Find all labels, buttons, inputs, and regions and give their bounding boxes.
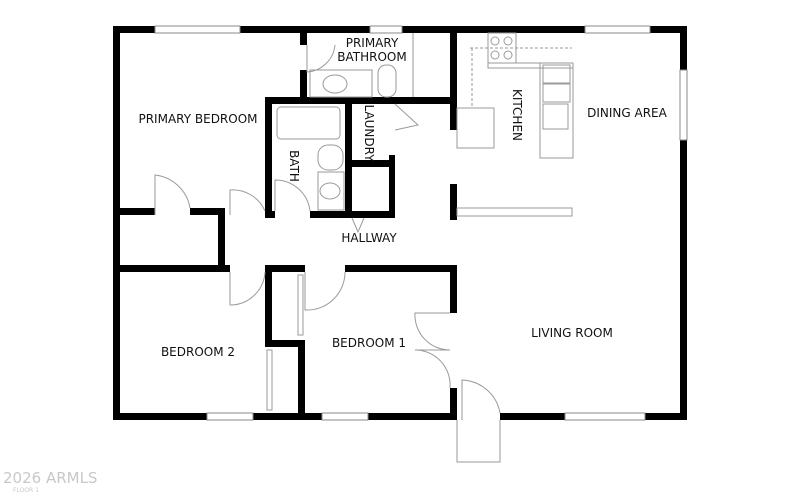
wall — [300, 70, 307, 104]
window — [584, 25, 651, 34]
room-labels: PRIMARY BEDROOM PRIMARY BATHROOM LAUNDRY… — [138, 36, 667, 359]
burner — [490, 50, 500, 60]
label-hallway: HALLWAY — [341, 231, 397, 245]
closet-door[interactable] — [297, 274, 304, 336]
sink-bowl — [319, 182, 341, 200]
label-primary-bathroom-1: PRIMARY — [346, 36, 399, 50]
window — [564, 412, 646, 421]
label-bedroom-1: BEDROOM 1 — [332, 336, 406, 350]
burner — [503, 36, 513, 46]
island — [539, 62, 574, 159]
doors — [154, 44, 501, 463]
counter — [456, 207, 573, 217]
wall — [310, 211, 395, 218]
wall — [265, 265, 305, 272]
label-living-room: LIVING ROOM — [531, 326, 613, 340]
wall — [450, 265, 457, 313]
watermark-floor: FLOOR 1 — [13, 487, 39, 494]
wall — [265, 211, 275, 218]
burner — [490, 36, 500, 46]
wall — [190, 208, 225, 215]
door-swing[interactable] — [274, 179, 311, 212]
door-swing[interactable] — [306, 44, 336, 73]
sink — [317, 171, 345, 211]
wall — [345, 265, 457, 272]
wall — [265, 97, 457, 104]
wall — [450, 33, 457, 130]
entry-door[interactable] — [456, 379, 501, 463]
label-bedroom-2: BEDROOM 2 — [161, 345, 235, 359]
windows — [154, 25, 688, 421]
dishwasher — [542, 103, 569, 130]
door-swing[interactable] — [304, 271, 346, 311]
wall — [265, 97, 272, 218]
toilet — [317, 144, 344, 171]
bathtub — [276, 106, 341, 140]
toilet — [377, 64, 397, 98]
vanity — [309, 69, 373, 98]
wall — [450, 388, 457, 420]
window — [206, 412, 254, 421]
watermark-brand: 2026 ARMLS — [3, 469, 97, 487]
burner — [503, 50, 513, 60]
wall — [218, 208, 225, 272]
wall — [113, 208, 155, 215]
label-bath: BATH — [287, 150, 301, 182]
wall — [389, 155, 395, 218]
wall — [265, 265, 272, 345]
walls — [113, 26, 687, 420]
wall — [265, 340, 305, 347]
watermark: 2026 ARMLS FLOOR 1 — [3, 469, 97, 494]
wall-right — [680, 26, 687, 420]
closet-door[interactable] — [266, 349, 273, 411]
label-primary-bathroom-2: BATHROOM — [337, 50, 406, 64]
wall — [300, 33, 307, 45]
wall — [345, 160, 395, 167]
wall — [450, 184, 457, 220]
door-swing[interactable] — [394, 103, 420, 131]
window — [679, 69, 688, 141]
sink — [542, 83, 571, 103]
wall — [298, 340, 305, 420]
label-dining-area: DINING AREA — [587, 106, 668, 120]
door-swing[interactable] — [351, 217, 365, 234]
fixtures — [276, 32, 574, 217]
wall-left — [113, 26, 120, 420]
wall-bottom-left — [113, 413, 455, 420]
door-swing[interactable] — [229, 271, 266, 306]
fridge — [456, 107, 495, 149]
door-swing[interactable] — [229, 189, 266, 215]
label-laundry: LAUNDRY — [362, 104, 376, 162]
label-kitchen: KITCHEN — [510, 89, 524, 141]
window — [321, 412, 369, 421]
door-swing[interactable] — [414, 312, 451, 389]
window — [154, 25, 241, 34]
door-swing[interactable] — [154, 174, 191, 215]
sink — [542, 64, 571, 84]
sink-bowl — [322, 74, 348, 94]
window — [369, 25, 403, 34]
label-primary-bedroom: PRIMARY BEDROOM — [138, 112, 257, 126]
wall — [113, 265, 230, 272]
